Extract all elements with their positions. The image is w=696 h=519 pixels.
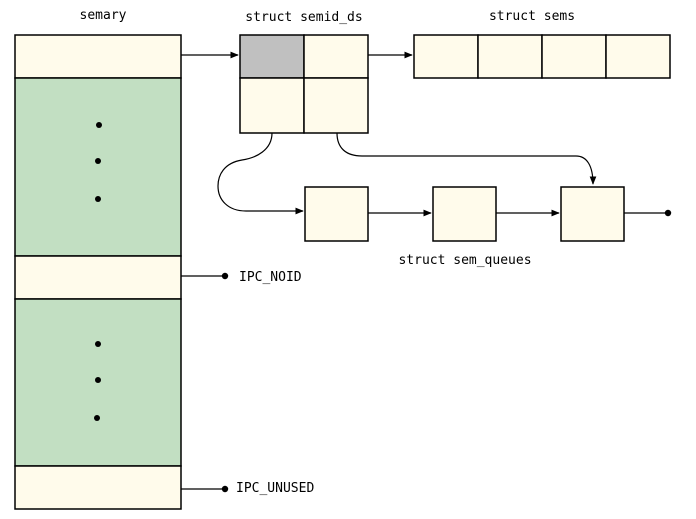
- semary-slot-first: [14, 34, 182, 79]
- semary-slot-noid: [14, 255, 182, 300]
- ellipsis-dot: [95, 196, 101, 202]
- semid-ds-cell: [303, 34, 369, 79]
- sems-array: [413, 34, 671, 79]
- sems-cell: [413, 34, 479, 79]
- sems-cell: [477, 34, 543, 79]
- queue-node: [432, 186, 497, 242]
- semid-ds-struct: [239, 34, 369, 134]
- semary-title: semary: [80, 8, 127, 23]
- sem-queues-title: struct sem_queues: [398, 253, 531, 268]
- ipc-unused-label: IPC_UNUSED: [236, 481, 314, 496]
- unused-dot: [221, 485, 229, 493]
- semid-ds-cell: [303, 77, 369, 134]
- sem-queues-list: [304, 186, 625, 242]
- queue-node: [560, 186, 625, 242]
- null-terminator-dot: [664, 209, 672, 217]
- queue-node: [304, 186, 369, 242]
- ellipsis-dot: [95, 341, 101, 347]
- semary-slot-unused: [14, 465, 182, 510]
- sems-cell: [541, 34, 607, 79]
- ellipsis-dot: [96, 122, 102, 128]
- noid-dot: [221, 272, 229, 280]
- semary-array: [14, 34, 182, 510]
- semid-to-queue-head-arrow: [217, 132, 304, 215]
- semid-to-queue-tail-arrow: [336, 132, 597, 185]
- sems-title: struct sems: [489, 9, 575, 24]
- semid-ds-cell: [239, 77, 305, 134]
- ipc-noid-label: IPC_NOID: [239, 270, 302, 285]
- ellipsis-dot: [95, 158, 101, 164]
- ellipsis-dot: [95, 377, 101, 383]
- semary-used-region-top: [14, 77, 182, 257]
- semid-ds-cell-highlight: [239, 34, 305, 79]
- ellipsis-dot: [94, 415, 100, 421]
- sems-cell: [605, 34, 671, 79]
- semid-ds-title: struct semid_ds: [245, 10, 362, 25]
